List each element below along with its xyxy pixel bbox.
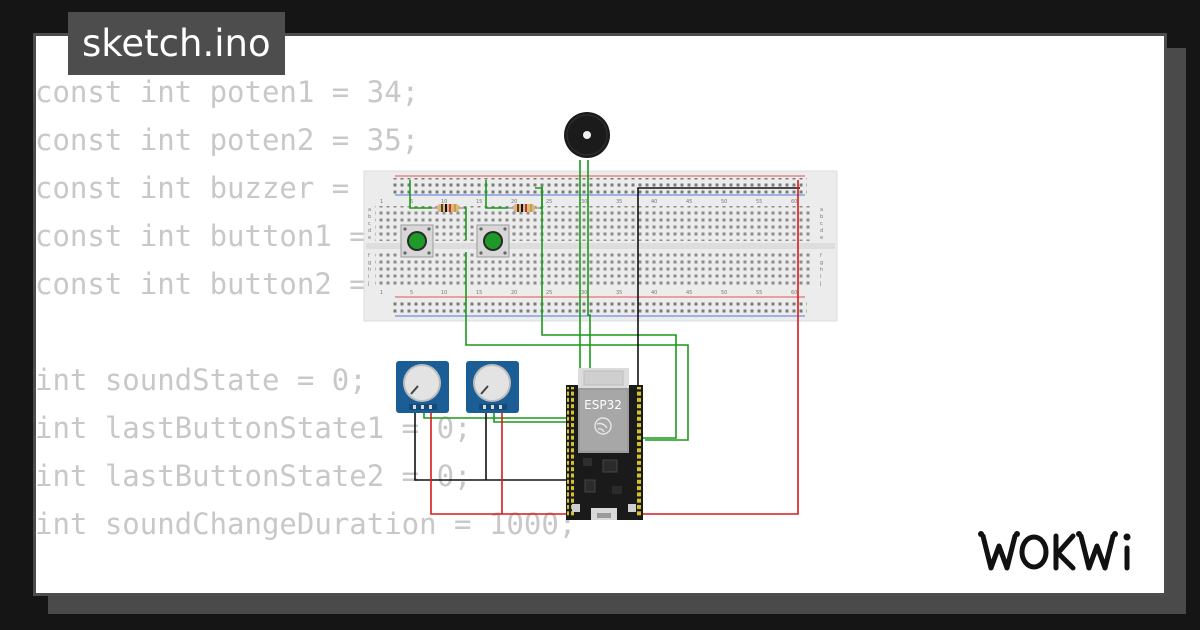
column-number: 60	[791, 290, 797, 296]
row-letter: i	[820, 274, 821, 280]
column-number: 40	[651, 199, 657, 205]
column-number: 60	[791, 199, 797, 205]
row-letter: e	[820, 235, 823, 241]
row-letter: b	[368, 214, 371, 220]
wire-green	[409, 180, 432, 209]
code-line: int lastButtonState1 = 0;	[35, 411, 472, 445]
column-number: 45	[686, 290, 692, 296]
column-number: 1	[380, 290, 383, 296]
row-letter: b	[820, 214, 823, 220]
wire-green	[535, 187, 677, 439]
column-number: 35	[616, 199, 622, 205]
resistor	[508, 204, 540, 212]
column-number: 20	[511, 290, 517, 296]
column-number: 10	[441, 199, 447, 205]
wire-black	[414, 410, 572, 481]
column-number: 50	[721, 290, 727, 296]
column-number: 25	[546, 199, 552, 205]
column-number: 30	[581, 290, 587, 296]
wire-black	[637, 187, 800, 385]
column-number: 45	[686, 199, 692, 205]
column-number: 55	[756, 290, 762, 296]
row-letter: c	[820, 221, 823, 227]
column-number: 35	[616, 290, 622, 296]
row-letter: e	[368, 235, 371, 241]
row-letter: j	[819, 281, 821, 287]
column-number: 1	[380, 199, 383, 205]
wire-green	[485, 180, 508, 209]
row-letter: i	[368, 274, 369, 280]
row-letter: h	[820, 267, 823, 273]
pushbutton[interactable]	[476, 224, 510, 258]
column-number: 15	[476, 290, 482, 296]
row-letter: c	[368, 221, 371, 227]
column-number: 40	[651, 290, 657, 296]
esp32-label: ESP32	[584, 398, 622, 412]
resistor	[432, 204, 464, 212]
row-letter: g	[820, 260, 823, 266]
row-letter: d	[368, 228, 371, 234]
wire-green	[465, 252, 689, 441]
column-number: 10	[441, 290, 447, 296]
buzzer	[564, 112, 610, 158]
wire-green	[493, 410, 570, 423]
potentiometer[interactable]	[466, 361, 519, 413]
row-letter: f	[368, 253, 370, 259]
code-line: int soundChangeDuration = 1000;	[35, 507, 577, 541]
row-letter: a	[820, 207, 823, 213]
wokwi-logo	[978, 531, 1131, 571]
row-letter: g	[368, 260, 371, 266]
row-letter: d	[820, 228, 823, 234]
row-letter: j	[367, 281, 369, 287]
code-line: int soundState = 0;	[35, 363, 367, 397]
code-line: int lastButtonState2 = 0;	[35, 459, 472, 493]
column-number: 30	[581, 199, 587, 205]
column-number: 55	[756, 199, 762, 205]
code-line: const int poten1 = 34;	[35, 75, 420, 109]
wire-green	[464, 207, 467, 240]
code-line: const int poten2 = 35;	[35, 123, 420, 157]
column-number: 15	[476, 199, 482, 205]
column-number: 25	[546, 290, 552, 296]
pushbutton[interactable]	[400, 224, 434, 258]
row-letter: f	[820, 253, 822, 259]
espressif-icon	[594, 417, 612, 435]
potentiometer[interactable]	[396, 361, 449, 413]
breadboard: 1 5 10 15 20 25 30 35 40 45 50 55 60 1 5…	[363, 170, 838, 322]
column-number: 50	[721, 199, 727, 205]
column-number: 5	[410, 199, 413, 205]
esp32-board: ESP32	[566, 368, 643, 520]
row-letter: h	[368, 267, 371, 273]
column-number: 5	[410, 290, 413, 296]
file-tab[interactable]: sketch.ino	[68, 12, 285, 75]
row-letter: a	[368, 207, 371, 213]
column-number: 20	[511, 199, 517, 205]
